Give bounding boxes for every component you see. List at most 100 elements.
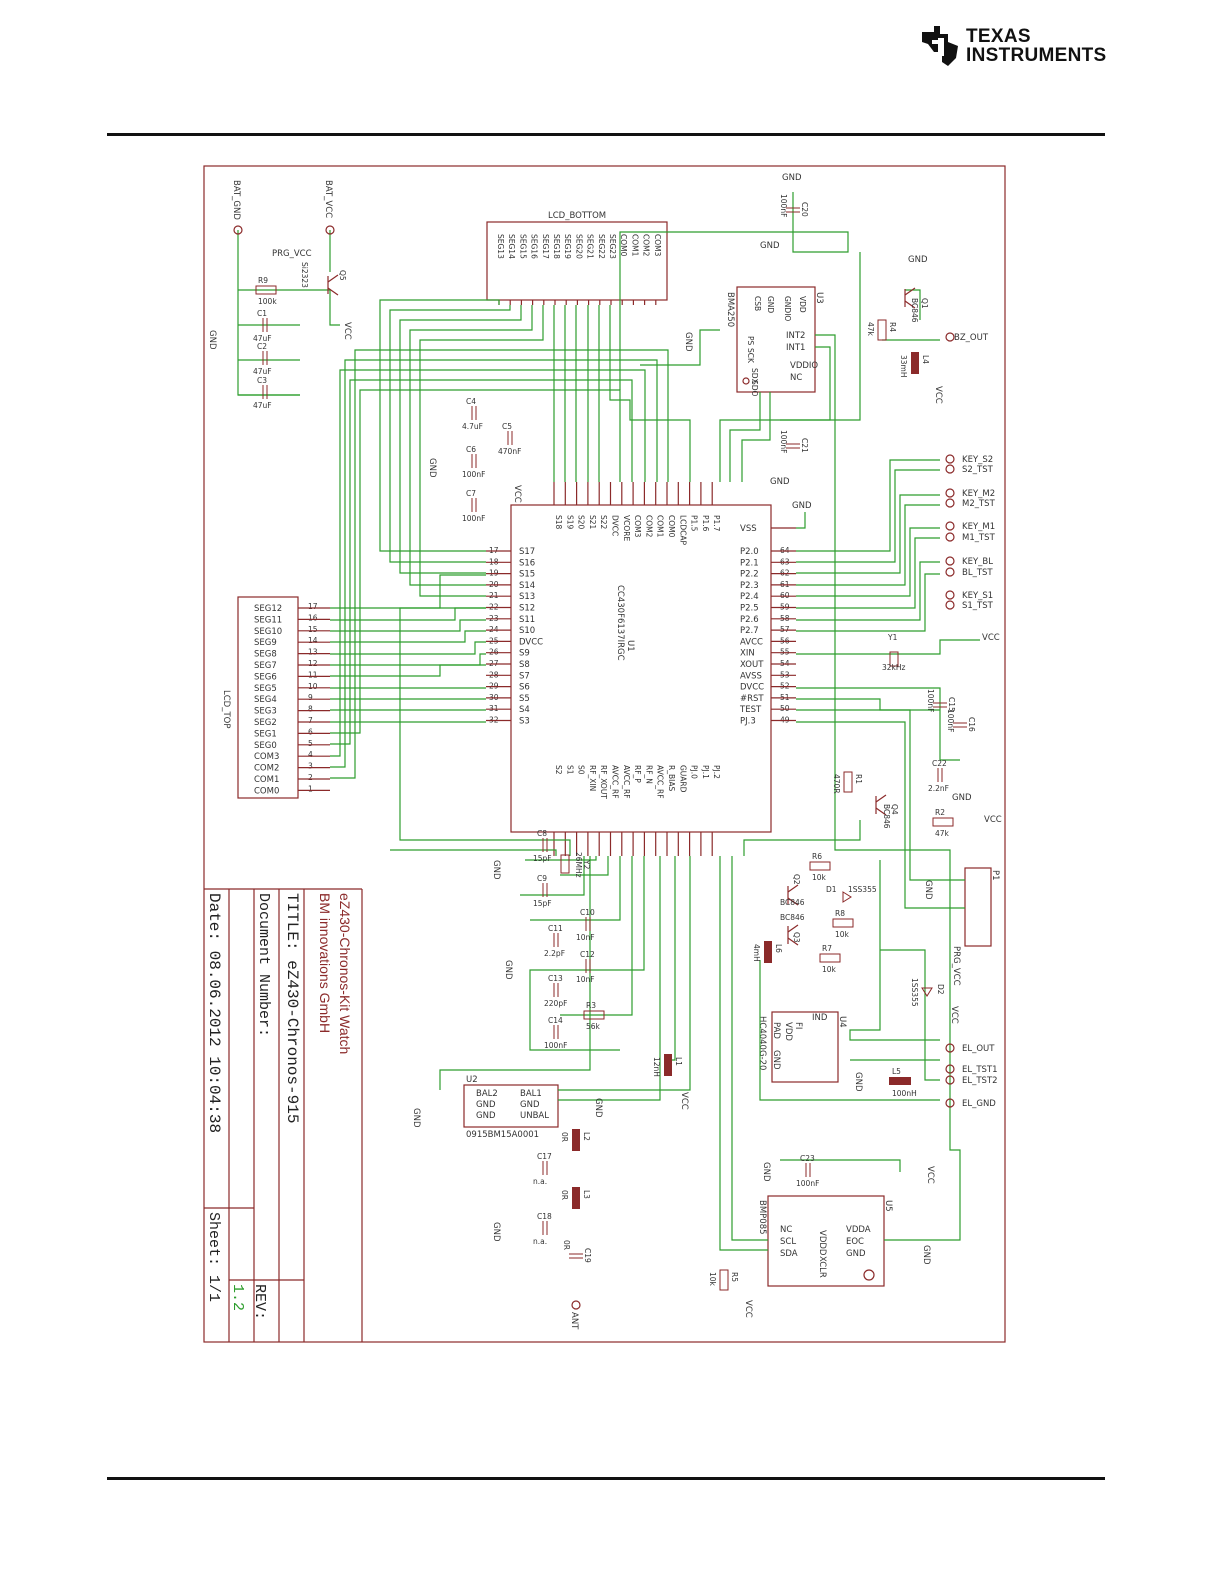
q1-ref: Q1	[920, 298, 929, 309]
lcd-top-pin-number: 1	[308, 784, 313, 793]
d1-ref: D1	[826, 885, 837, 894]
signal-trace	[796, 537, 940, 609]
transistor-q1	[904, 287, 916, 309]
lcd-top-pin-label: SEG12	[254, 604, 282, 614]
signal-trace	[558, 856, 691, 1091]
lcd-bottom-pin-label: SEG22	[597, 234, 606, 259]
lcd-bottom-pin-label: COM1	[630, 234, 639, 257]
resistor-value: 10k	[708, 1272, 717, 1287]
u2-pin-label: BAL2	[476, 1089, 498, 1099]
capacitor-ref: C6	[466, 445, 476, 454]
lcd-top-trace	[330, 369, 646, 757]
lcd-top-pin-number: 11	[308, 670, 318, 679]
diode-d1	[842, 891, 852, 903]
lcd-top-pin-label: SEG4	[254, 695, 277, 705]
u1-pin-label: TEST	[739, 705, 762, 715]
u3-pin-label: INT2	[786, 331, 805, 341]
signal-trace	[796, 469, 940, 563]
lcd-bottom-pin-label: SEG15	[518, 234, 527, 259]
u1-pin-label: COM3	[633, 515, 642, 538]
u1-pin-label: PJ.3	[740, 717, 756, 727]
lcd-bottom-pin-label: COM0	[619, 234, 628, 257]
signal-trace	[741, 392, 771, 482]
signal-trace	[640, 329, 720, 366]
capacitor-value: n.a.	[533, 1237, 547, 1246]
resistor-ref: R2	[935, 808, 945, 817]
u1-pin-label: S11	[519, 615, 535, 625]
port-marker	[571, 1300, 581, 1310]
capacitor-ref: C19	[583, 1248, 592, 1263]
lcd-top-pin-number: 9	[308, 693, 313, 702]
net-bat-gnd: BAT_GND	[231, 180, 241, 220]
lcd-top-pin-number: 6	[308, 727, 313, 736]
inductor-value: 100nH	[892, 1089, 917, 1098]
signal-trace	[439, 856, 591, 1090]
resistor-ref: R6	[812, 852, 822, 861]
u3-pin-label: PS	[746, 336, 755, 346]
u2-pin-label: GND	[476, 1100, 496, 1110]
capacitor-ref: C16	[967, 717, 976, 732]
u1-pin-label: S8	[519, 660, 530, 670]
lcd-bottom-pin-label: SEG20	[574, 234, 583, 259]
signal-trace	[880, 949, 940, 1081]
capacitor-value: 100nF	[946, 709, 955, 732]
net-gnd: GND	[503, 960, 513, 980]
u5-pin-label: SDA	[780, 1249, 798, 1259]
net-gnd: GND	[921, 1245, 931, 1265]
u1-pin-label: #RST	[740, 694, 764, 704]
lcd-top-pin-label: SEG2	[254, 718, 277, 728]
port-marker	[325, 225, 335, 235]
signal-trace	[796, 459, 940, 552]
net-key-label: KEY_M2	[962, 489, 995, 499]
lcd-top-trace	[330, 349, 669, 779]
lcd-top-pin-number: 16	[308, 613, 318, 622]
lcd-bottom-pin-label: COM2	[642, 234, 651, 257]
rev-label: REV:	[251, 1284, 268, 1320]
capacitor-ref: C4	[466, 397, 476, 406]
inductor-ref: L2	[582, 1132, 591, 1141]
y2-ref: Y2	[582, 859, 591, 870]
u1-pin-label: S13	[519, 592, 535, 602]
diode-d2	[921, 987, 933, 997]
u1-pin-label: DVCC	[611, 515, 620, 536]
net-vcc: VCC	[512, 485, 522, 503]
svg-text:U2: U2	[466, 1075, 478, 1085]
u1-pin-label: P2.7	[740, 626, 759, 636]
capacitor-ref: C7	[466, 489, 476, 498]
signal-trace	[780, 1159, 901, 1172]
port-marker	[945, 556, 955, 566]
capacitor-ref: C15	[947, 697, 956, 712]
y1-value: 32kHz	[882, 663, 906, 672]
u1-pin-label: S19	[565, 515, 574, 530]
signal-trace	[849, 860, 940, 1041]
signal-trace	[399, 607, 571, 856]
net-vcc: VCC	[949, 1006, 959, 1024]
u1-pin-label: S21	[588, 515, 597, 530]
net-key-label: S2_TST	[962, 465, 994, 475]
u1-pin-label: S3	[519, 717, 530, 727]
u1-pin-label: RF_P	[633, 765, 642, 783]
u1-pin-label: S0	[577, 765, 586, 775]
lcd-bottom-pin-label: SEG17	[541, 234, 550, 259]
u1-pin-label: P2.2	[740, 570, 759, 580]
capacitor-value: 47uF	[253, 367, 272, 376]
u1-pin-label: S10	[519, 626, 535, 636]
resistor-value: 10k	[822, 965, 837, 974]
port-marker	[233, 225, 243, 235]
signal-trace	[238, 289, 340, 326]
svg-text:U4: U4	[837, 1016, 847, 1028]
footer-rule	[107, 1477, 1105, 1480]
signal-trace	[729, 392, 761, 482]
